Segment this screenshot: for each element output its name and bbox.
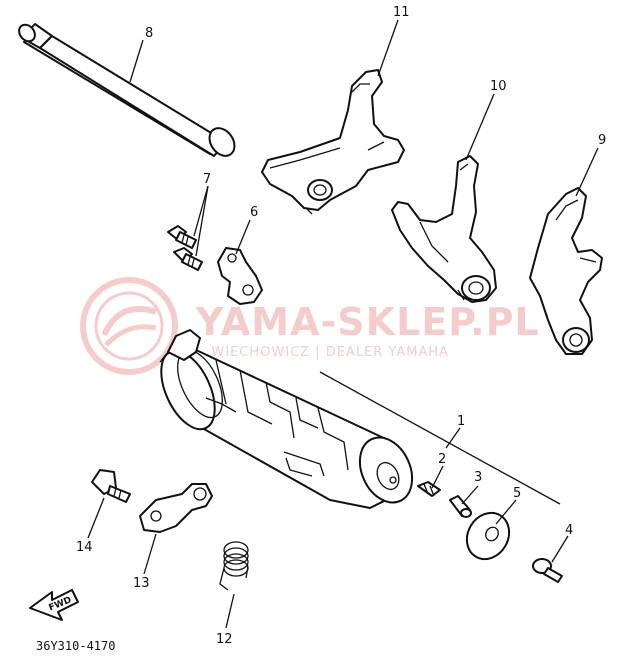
- figure-code: 36Y310-4170: [36, 639, 115, 653]
- part-11-shift-fork: [261, 69, 405, 215]
- part-6-stopper-plate: [217, 247, 263, 305]
- callout-13: 13: [133, 576, 150, 591]
- callout-7: 7: [203, 172, 211, 187]
- shift-drum: [159, 329, 414, 509]
- part-9-shift-fork: [529, 187, 603, 355]
- callout-3: 3: [474, 470, 482, 485]
- callout-1: 1: [457, 414, 465, 429]
- part-4-screw: [532, 558, 563, 583]
- part-10-shift-fork: [391, 155, 497, 303]
- fwd-arrow: FWD: [29, 589, 79, 621]
- watermark-subtitle: ...WIECHOWICZ | DEALER YAMAHA: [196, 345, 449, 360]
- part-3-pin: [449, 495, 472, 518]
- bolt-lower: [173, 247, 203, 271]
- callout-11: 11: [393, 5, 410, 20]
- leader-lines: [87, 19, 599, 629]
- callout-2: 2: [438, 452, 446, 467]
- watermark-logo: [80, 277, 178, 375]
- callout-10: 10: [490, 79, 507, 94]
- watermark-title: YAMA-SKLEP.PL: [195, 300, 540, 344]
- callout-9: 9: [598, 133, 606, 148]
- callouts: 1 2 3 4 5 6 7 8 9 10 11 12 13 14: [76, 5, 606, 647]
- part-5-segment-plate: [465, 511, 511, 561]
- part-8-guide-bar: [18, 23, 236, 157]
- part-12-spring: [219, 541, 249, 591]
- callout-5: 5: [513, 486, 521, 501]
- callout-12: 12: [216, 632, 233, 647]
- callout-14: 14: [76, 540, 93, 555]
- part-13-stopper-lever: [139, 483, 213, 533]
- callout-4: 4: [565, 523, 573, 538]
- part-14-bolt: [91, 469, 131, 503]
- callout-6: 6: [250, 205, 258, 220]
- watermark: YAMA-SKLEP.PL ...WIECHOWICZ | DEALER YAM…: [80, 277, 540, 375]
- part-7-bolts: [167, 225, 203, 271]
- callout-8: 8: [145, 26, 153, 41]
- bolt-upper: [167, 225, 197, 249]
- part-2-pin: [417, 481, 441, 497]
